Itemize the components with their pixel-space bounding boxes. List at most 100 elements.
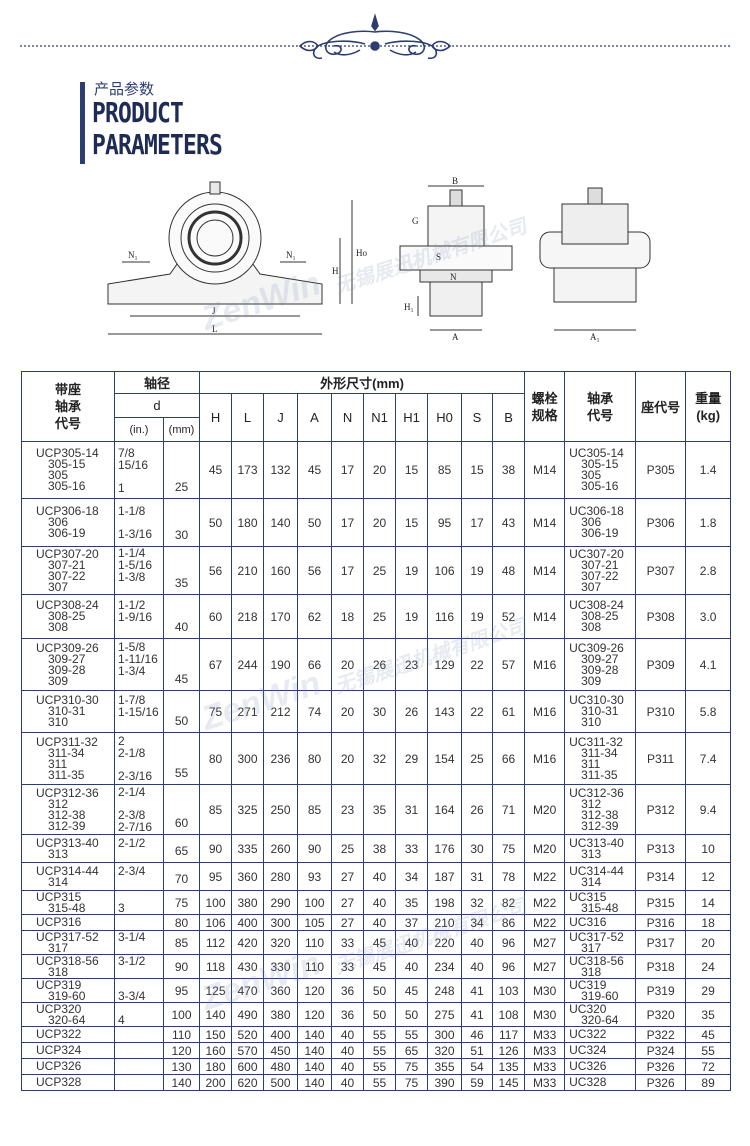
cell-bolt: M16 xyxy=(524,732,566,785)
cell-n: 27 xyxy=(331,890,365,915)
cell-inch: 3-1/2 xyxy=(114,954,164,979)
cell-h: 75 xyxy=(199,690,233,733)
cell-a: 120 xyxy=(297,1002,333,1027)
bearing-line: UC313-40 xyxy=(569,835,624,850)
cell-weight: 4.1 xyxy=(685,638,732,691)
cell-b: 71 xyxy=(492,784,526,835)
bearing-line: 312-38 xyxy=(581,807,619,822)
cell-l: 173 xyxy=(231,441,265,499)
cell-s: 40 xyxy=(461,954,494,979)
model-line: UCP307-20 xyxy=(36,546,99,561)
cell-b: 52 xyxy=(492,594,526,639)
cell-weight: 5.8 xyxy=(685,690,732,733)
bearing-line: 305-16 xyxy=(581,479,619,493)
cell-j: 500 xyxy=(263,1074,299,1091)
bearing-line: 312-39 xyxy=(581,818,619,833)
cell-bolt: M16 xyxy=(524,690,566,733)
cell-a: 120 xyxy=(297,978,333,1003)
inch-line: 3 xyxy=(118,901,125,915)
cell-housing: P322 xyxy=(635,1026,687,1043)
cell-bolt: M30 xyxy=(524,978,566,1003)
cell-j: 140 xyxy=(263,498,299,547)
inch-line xyxy=(118,967,163,978)
cell-weight: 10 xyxy=(685,834,732,863)
cell-mm: 25 xyxy=(162,441,201,499)
bearing-line: UC328 xyxy=(569,1075,607,1089)
inch-line xyxy=(118,718,163,729)
cell-h0: 95 xyxy=(427,498,463,547)
inch-line: 1-1/8 xyxy=(118,504,146,518)
model-line: 312-39 xyxy=(48,818,86,833)
bearing-line: UC318-56 xyxy=(569,953,624,968)
inch-line xyxy=(118,877,163,888)
cell-bolt: M20 xyxy=(524,834,566,863)
cell-h: 85 xyxy=(199,784,233,835)
bearing-line: UC312-36 xyxy=(569,785,624,800)
cell-h: 60 xyxy=(199,594,233,639)
model-line: UCP305-14 xyxy=(36,446,99,460)
cell-housing: P305 xyxy=(635,441,687,499)
bearing-line: UC308-24 xyxy=(569,598,624,612)
cell-j: 190 xyxy=(263,638,299,691)
cell-a: 140 xyxy=(297,1026,333,1043)
cell-h1: 15 xyxy=(395,498,429,547)
cell-n: 20 xyxy=(331,690,365,733)
cell-h1: 29 xyxy=(395,732,429,785)
model-line: 306 xyxy=(48,515,69,529)
cell-j: 160 xyxy=(263,546,299,595)
bearing-line: UC319 xyxy=(569,977,607,992)
cell-housing: P316 xyxy=(635,914,687,931)
cell-h: 45 xyxy=(199,441,233,499)
cell-n: 20 xyxy=(331,638,365,691)
cell-inch: 3 xyxy=(114,890,164,915)
cell-bearing: UC324 xyxy=(564,1042,637,1059)
cell-b: 78 xyxy=(492,862,526,891)
cell-l: 490 xyxy=(231,1002,265,1027)
col-housing-header: 座代号 xyxy=(635,371,687,442)
cell-h1: 37 xyxy=(395,914,429,931)
inch-line xyxy=(118,849,163,860)
inch-line: 2-7/16 xyxy=(118,820,153,834)
side-view-drawing xyxy=(399,185,513,331)
cell-bearing: UC316 xyxy=(564,914,637,931)
cell-n1: 45 xyxy=(363,954,397,979)
cell-model: UCP322 xyxy=(21,1026,115,1043)
cell-weight: 1.8 xyxy=(685,498,732,547)
inch-line xyxy=(118,623,163,634)
cell-h0: 210 xyxy=(427,914,463,931)
cell-j: 450 xyxy=(263,1042,299,1059)
model-line: 310 xyxy=(48,715,69,729)
section-a1-label: A₁ xyxy=(590,332,600,342)
cell-l: 335 xyxy=(231,834,265,863)
model-line: UCP313-40 xyxy=(36,835,99,850)
cell-j: 290 xyxy=(263,890,299,915)
cell-n1: 50 xyxy=(363,978,397,1003)
cell-b: 75 xyxy=(492,834,526,863)
inch-line: 2 xyxy=(118,734,125,748)
side-n-label: N xyxy=(450,272,457,282)
cell-h: 90 xyxy=(199,834,233,863)
cell-n: 40 xyxy=(331,1026,365,1043)
cell-a: 56 xyxy=(297,546,333,595)
model-line: 305 xyxy=(48,468,69,482)
col-model-header: 带座 轴承 代号 xyxy=(21,371,115,442)
inch-line xyxy=(118,677,163,688)
cell-mm: 75 xyxy=(162,890,201,915)
inch-line xyxy=(118,943,163,954)
cell-a: 85 xyxy=(297,784,333,835)
cell-housing: P312 xyxy=(635,784,687,835)
cell-l: 420 xyxy=(231,930,265,955)
cell-a: 66 xyxy=(297,638,333,691)
model-line: UCP310-30 xyxy=(36,693,99,707)
cell-n: 18 xyxy=(331,594,365,639)
